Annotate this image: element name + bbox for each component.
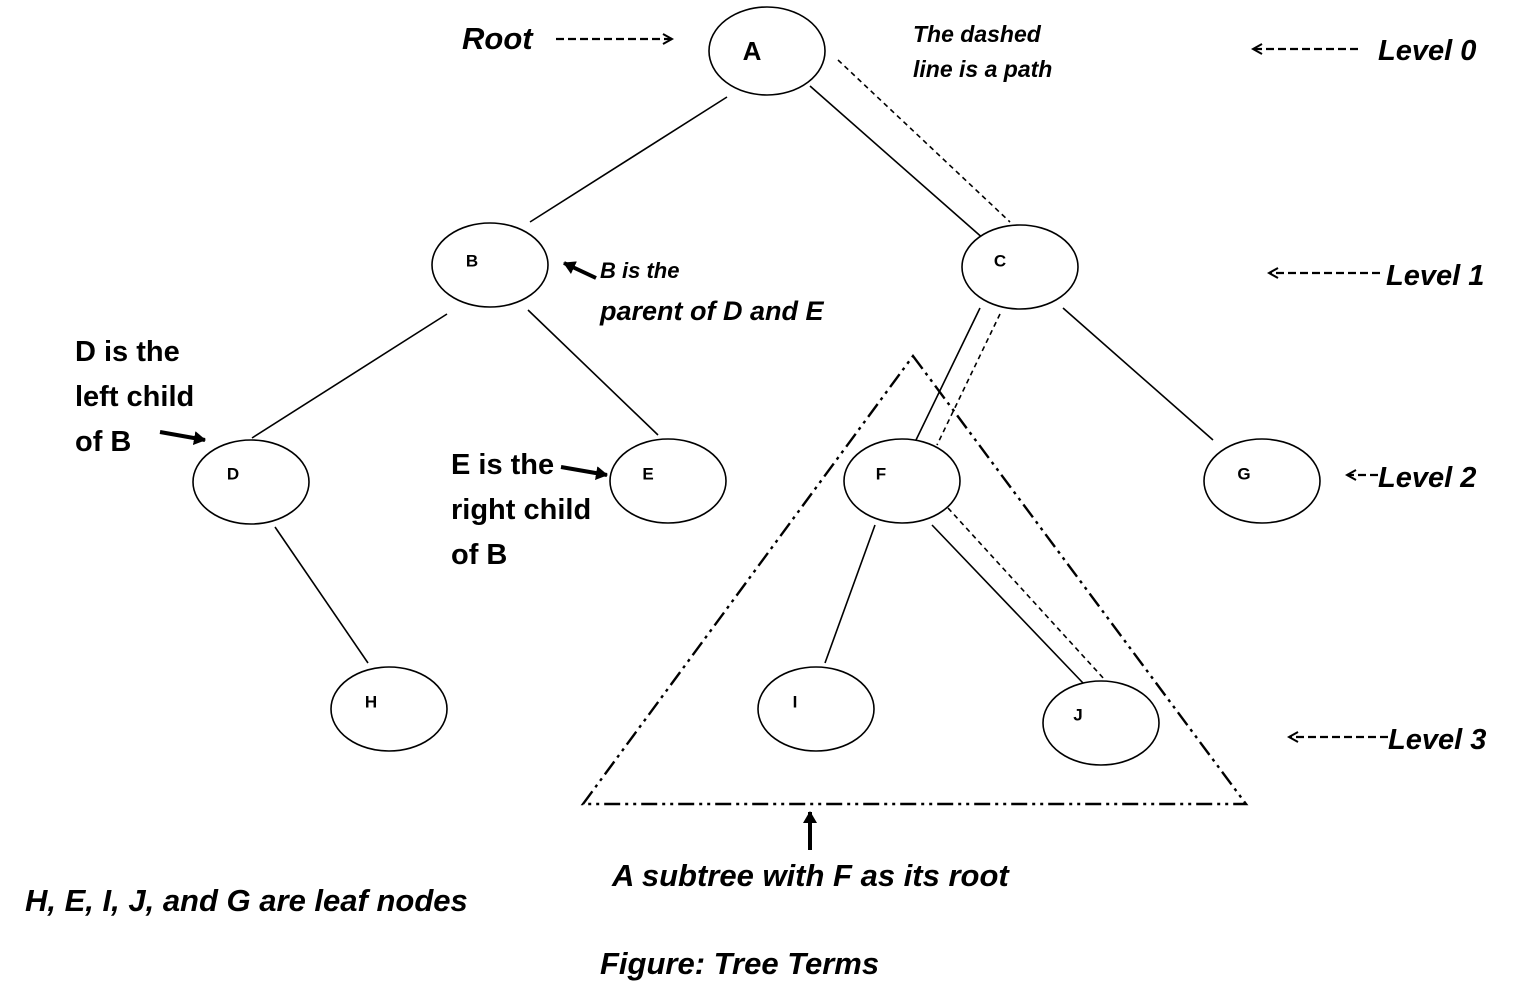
level0-label: Level 0	[1378, 35, 1476, 67]
node-f-label: F	[876, 464, 886, 483]
edge-a-c	[809, 85, 986, 241]
root-label: Root	[462, 21, 534, 56]
level1-label: Level 1	[1386, 260, 1484, 292]
edge-d-h	[274, 526, 369, 664]
node-c-label: C	[994, 251, 1006, 270]
b-parent-line2: parent of D and E	[599, 296, 825, 326]
e-right-line2: right child	[451, 494, 591, 526]
node-g-label: G	[1237, 464, 1250, 483]
edge-b-d	[251, 313, 448, 439]
node-h: H	[330, 666, 448, 752]
edge-a-b	[529, 96, 728, 223]
d-left-arrow	[159, 430, 206, 445]
edge-c-g	[1062, 307, 1214, 441]
edge-f-i	[824, 524, 876, 664]
dashed-path	[837, 59, 1011, 223]
dashed-path-f-j	[947, 507, 1106, 681]
node-b: B	[431, 222, 549, 308]
node-c: C	[961, 224, 1079, 310]
node-i: I	[757, 666, 875, 752]
level3-label: Level 3	[1388, 724, 1486, 756]
dashed-note-line1: The dashed	[913, 21, 1042, 47]
e-right-line1: E is the	[451, 449, 554, 481]
subtree-triangle	[580, 353, 1249, 806]
dashed-path-c-f	[936, 313, 1001, 446]
node-f: F	[843, 438, 961, 524]
subtree-label: A subtree with F as its root	[611, 858, 1010, 893]
leaf-nodes-note: H, E, I, J, and G are leaf nodes	[25, 883, 468, 918]
node-g: G	[1203, 438, 1321, 524]
edge-f-j	[931, 524, 1084, 684]
node-a: A	[708, 6, 826, 96]
node-d-label: D	[227, 464, 239, 483]
dashed-note-line2: line is a path	[913, 56, 1052, 82]
b-parent-line1: B is the	[600, 258, 679, 283]
node-d: D	[192, 439, 310, 525]
e-right-line3: of B	[451, 539, 507, 571]
node-e-label: E	[642, 464, 653, 483]
node-j: J	[1042, 680, 1160, 766]
node-j-label: J	[1073, 705, 1082, 724]
node-h-label: H	[365, 692, 377, 711]
b-parent-arrow	[563, 261, 597, 280]
edge-c-f	[915, 307, 981, 441]
d-left-line3: of B	[75, 426, 131, 458]
node-b-label: B	[466, 251, 478, 270]
node-a-label: A	[743, 36, 762, 66]
edge-b-e	[527, 309, 659, 436]
d-left-line2: left child	[75, 381, 194, 413]
node-i-label: I	[793, 692, 798, 711]
e-right-arrow	[560, 465, 608, 481]
figure-caption: Figure: Tree Terms	[600, 946, 879, 981]
d-left-line1: D is the	[75, 336, 180, 368]
node-e: E	[609, 438, 727, 524]
level2-label: Level 2	[1378, 462, 1476, 494]
